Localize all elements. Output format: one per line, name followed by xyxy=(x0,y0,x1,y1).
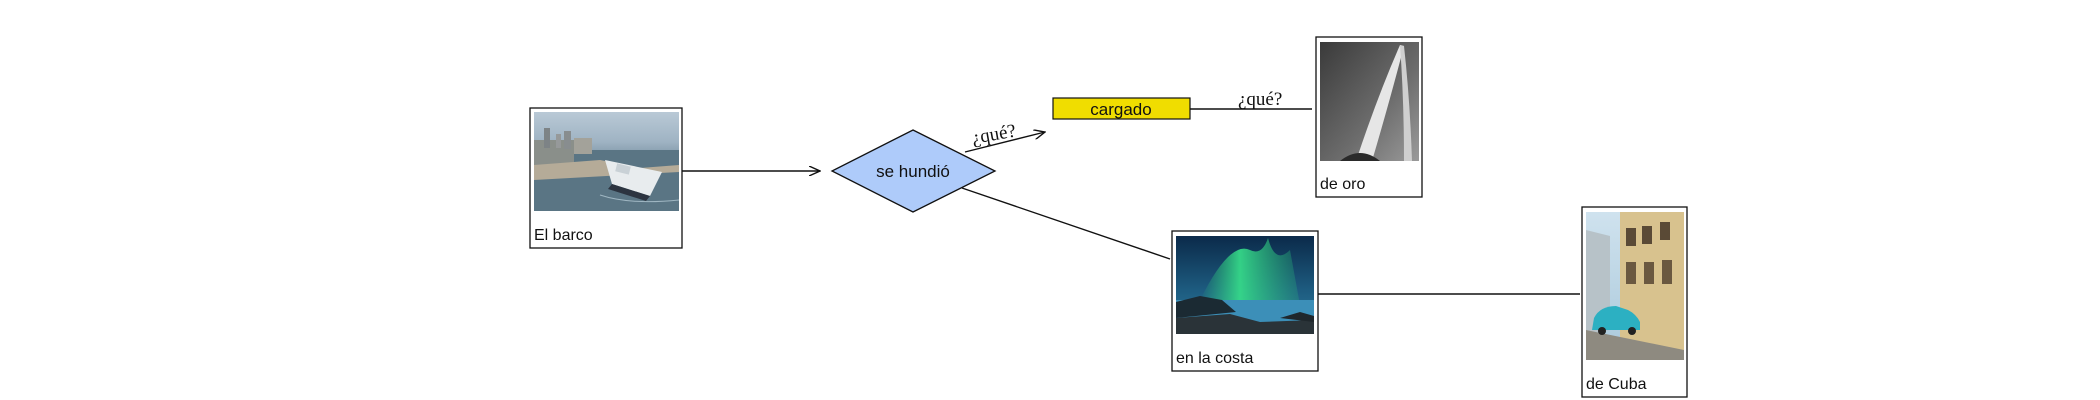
cuba-photo xyxy=(1586,212,1684,360)
node-coast-label: en la costa xyxy=(1176,350,1253,367)
edge-sank-to-loaded xyxy=(964,132,1045,153)
node-coast[interactable]: en la costa xyxy=(1171,230,1319,372)
node-ship[interactable]: El barco xyxy=(529,107,683,249)
gold-photo xyxy=(1320,42,1419,161)
node-gold[interactable]: de oro xyxy=(1315,36,1423,198)
node-ship-label: El barco xyxy=(534,227,593,244)
edge-label-loaded-gold: ¿qué? xyxy=(1238,89,1282,110)
coast-photo xyxy=(1176,236,1314,334)
node-loaded-label: cargado xyxy=(1090,100,1151,119)
ship-photo xyxy=(534,112,680,211)
node-sank[interactable]: se hundió xyxy=(830,129,997,213)
node-sank-diamond xyxy=(830,129,997,213)
node-sank-label: se hundió xyxy=(876,162,950,181)
node-loaded-box xyxy=(1052,97,1191,120)
node-loaded[interactable]: cargado xyxy=(1052,97,1191,120)
node-cuba[interactable]: de Cuba xyxy=(1581,206,1688,398)
node-gold-label: de oro xyxy=(1320,176,1365,193)
node-cuba-label: de Cuba xyxy=(1586,376,1647,393)
edge-label-sank-loaded: ¿qué? xyxy=(970,121,1017,149)
edge-sank-to-coast xyxy=(961,187,1171,260)
